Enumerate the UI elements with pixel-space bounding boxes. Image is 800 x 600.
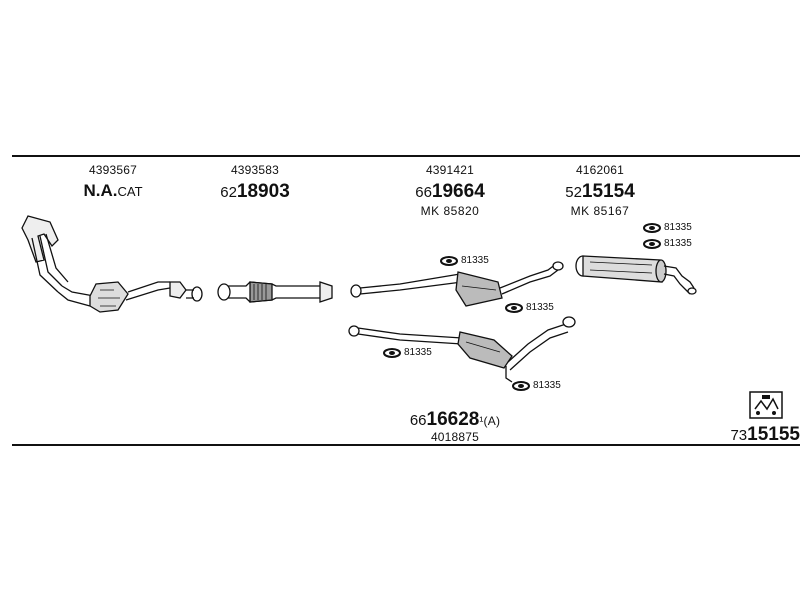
clamp-icon bbox=[383, 347, 401, 358]
clamp-icon bbox=[440, 255, 458, 266]
top-rule bbox=[12, 155, 800, 157]
alt-center-label: 6616628¹(A) 4018875 bbox=[395, 410, 515, 443]
clamp-alt-left: 81335 bbox=[383, 347, 432, 358]
rear-silencer-label: 4162061 5215154 MK 85167 bbox=[555, 162, 645, 217]
rear-silencer-drawing bbox=[575, 255, 697, 295]
clamp-rear-2: 81335 bbox=[643, 238, 692, 249]
clamp-icon bbox=[505, 302, 523, 313]
kit-box-icon bbox=[749, 391, 783, 419]
center-silencer-label: 4391421 6619664 MK 85820 bbox=[405, 162, 495, 217]
mounting-kit: MK 85820 bbox=[420, 204, 480, 218]
intermediate-pipe-drawing bbox=[217, 281, 333, 303]
clamp-icon bbox=[512, 380, 530, 391]
part-number: 4018875 bbox=[430, 430, 480, 444]
clamp-center-top: 81335 bbox=[440, 255, 489, 266]
clamp-center-right: 81335 bbox=[505, 302, 554, 313]
part-code: 5215154 bbox=[565, 181, 635, 202]
part-code: N.A.CAT bbox=[83, 181, 143, 200]
bottom-rule bbox=[12, 444, 800, 446]
part-code: 6218903 bbox=[220, 181, 290, 202]
center-silencer-drawing bbox=[350, 261, 564, 307]
clamp-icon bbox=[643, 238, 661, 249]
clamp-rear-1: 81335 bbox=[643, 222, 692, 233]
part-number: 4391421 bbox=[425, 163, 475, 177]
intermediate-pipe-label: 4393583 6218903 bbox=[210, 162, 300, 201]
mounting-kit: MK 85167 bbox=[570, 204, 630, 218]
part-number: 4162061 bbox=[575, 163, 625, 177]
clamp-icon bbox=[643, 222, 661, 233]
part-number: 4393583 bbox=[230, 163, 280, 177]
front-pipe-label: 4393567 N.A.CAT bbox=[78, 162, 148, 200]
part-code: 6619664 bbox=[415, 181, 485, 202]
alt-center-drawing bbox=[348, 316, 576, 383]
clamp-alt-bottom: 81335 bbox=[512, 380, 561, 391]
catalog-number: 7315155 bbox=[730, 424, 800, 445]
part-code: 6616628¹(A) bbox=[409, 409, 501, 430]
front-pipe-drawing bbox=[21, 215, 203, 313]
part-number: 4393567 bbox=[88, 163, 138, 177]
